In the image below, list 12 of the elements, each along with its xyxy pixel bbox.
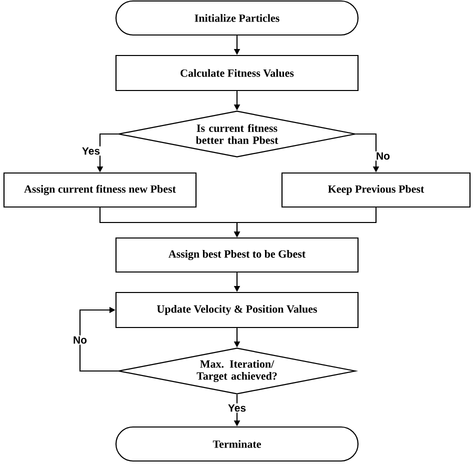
terminal-box: Initialize Particles [115, 0, 359, 36]
process-box: Assign current fitness new Pbest [3, 172, 197, 208]
process-box: Assign best Pbest to be Gbest [115, 237, 359, 273]
edge-label: Yes [80, 146, 102, 156]
process-box: Update Velocity & Position Values [115, 292, 359, 328]
process-box: Calculate Fitness Values [115, 54, 359, 92]
edge-label: No [375, 151, 391, 161]
arrow [79, 306, 118, 372]
terminal-box: Terminate [115, 426, 359, 462]
edge-label: No [72, 335, 88, 345]
process-box: Keep Previous Pbest [281, 172, 471, 208]
edge-label: Yes [226, 403, 248, 413]
